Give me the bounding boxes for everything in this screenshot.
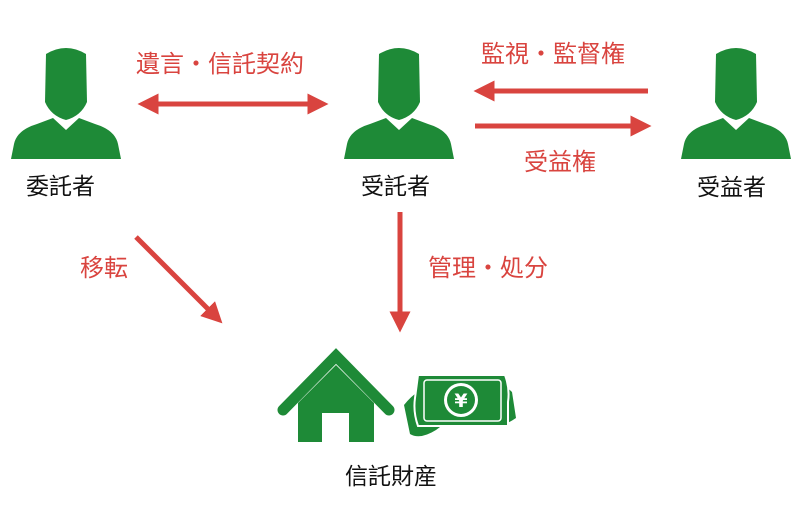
beneficiary-to-trustee-edge-label: 監視・監督権 [481, 40, 625, 68]
beneficiary-label: 受益者 [697, 175, 766, 201]
banknote-symbol: ¥ [454, 390, 467, 412]
house-icon [277, 348, 395, 442]
settlor-to-property-arrow [134, 235, 223, 324]
trustee-to-beneficiary-edge-label: 受益権 [524, 148, 596, 176]
yen-banknote-icon: ¥ [404, 374, 516, 437]
settlor-trustee-edge-label: 遺言・信託契約 [136, 50, 304, 78]
trustee-label: 受託者 [361, 174, 430, 200]
settlor-label: 委託者 [26, 174, 95, 200]
beneficiary-person-icon [681, 48, 791, 159]
settlor-to-property-edge-label: 移転 [80, 254, 128, 282]
trustee-person-icon [344, 48, 454, 159]
settlor-person-icon [11, 48, 121, 159]
trust-property-label: 信託財産 [345, 464, 437, 490]
trustee-to-property-edge-label: 管理・処分 [428, 254, 548, 282]
